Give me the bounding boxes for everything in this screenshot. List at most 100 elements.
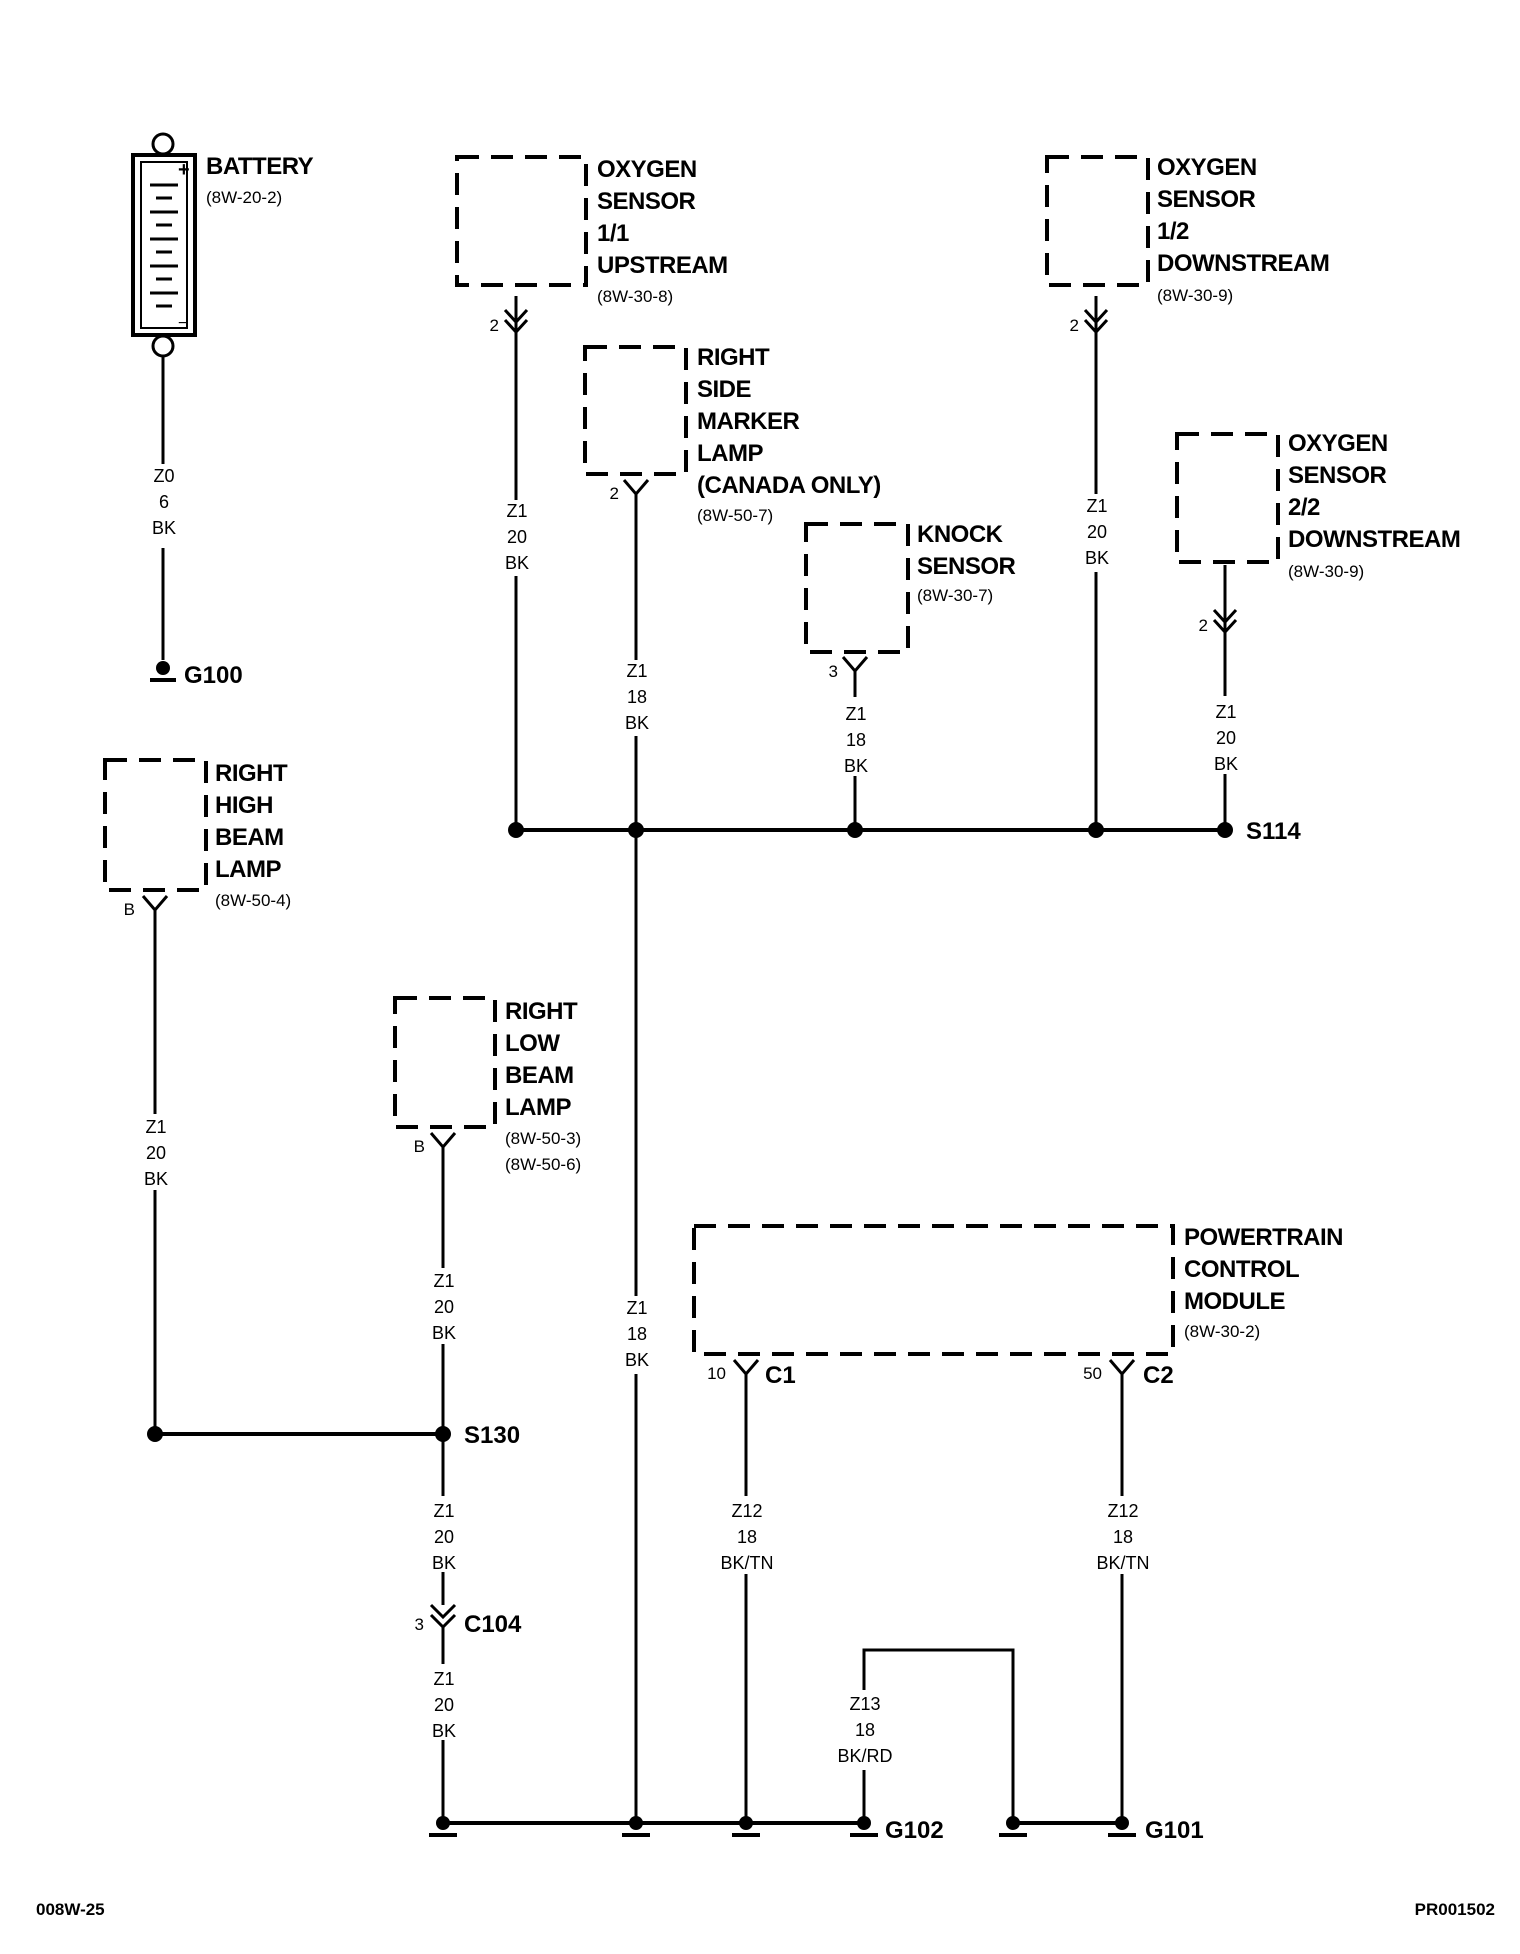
pcm-c1-label: C1 — [765, 1362, 796, 1389]
low-beam-connector-symbol — [429, 1132, 457, 1150]
knock-line1: KNOCK — [917, 521, 1004, 548]
marker-pin: 2 — [610, 484, 619, 503]
knock-wire-circuit: Z1 — [845, 704, 866, 724]
battery-wire-gauge: 6 — [159, 492, 169, 512]
marker-ref: (8W-50-7) — [697, 506, 773, 525]
o2-12-wire-gauge: 20 — [1087, 522, 1107, 542]
o2-22-line4: DOWNSTREAM — [1288, 526, 1460, 553]
footer-right-code: PR001502 — [1415, 1900, 1495, 1919]
knock-pin: 3 — [829, 662, 838, 681]
pcm-c2-color: BK/TN — [1096, 1553, 1149, 1573]
o2-22-pin: 2 — [1199, 616, 1208, 635]
o2-11-wire-circuit: Z1 — [506, 501, 527, 521]
o2-11-pin: 2 — [490, 316, 499, 335]
o2-22-wire-circuit: Z1 — [1215, 702, 1236, 722]
o2-11-line2: SENSOR — [597, 188, 696, 215]
o2-11-line4: UPSTREAM — [597, 252, 728, 279]
o2-22-line3: 2/2 — [1288, 494, 1320, 521]
high-beam-wire-circuit: Z1 — [145, 1117, 166, 1137]
c104-down-color: BK — [432, 1721, 456, 1741]
low-beam-line4: LAMP — [505, 1094, 571, 1121]
pcm-ref: (8W-30-2) — [1184, 1322, 1260, 1341]
right-low-beam-lamp-box — [393, 996, 497, 1129]
right-high-beam-lamp-box — [103, 758, 208, 892]
battery-wire-circuit: Z0 — [153, 466, 174, 486]
high-beam-line3: BEAM — [215, 824, 284, 851]
ground-bus-g101 — [999, 1816, 1136, 1837]
pcm-c1-color: BK/TN — [720, 1553, 773, 1573]
pcm-line3: MODULE — [1184, 1288, 1285, 1315]
battery-plus-label: + — [178, 159, 190, 181]
marker-wire-gauge: 18 — [627, 687, 647, 707]
o2-12-line1: OXYGEN — [1157, 154, 1257, 181]
o2-11-line3: 1/1 — [597, 220, 629, 247]
o2-22-wire-color: BK — [1214, 754, 1238, 774]
battery-wire-color: BK — [152, 518, 176, 538]
ground-jumper-color: BK/RD — [837, 1746, 892, 1766]
knock-line2: SENSOR — [917, 553, 1016, 580]
ground-jumper-gauge: 18 — [855, 1720, 875, 1740]
marker-wire-circuit: Z1 — [626, 661, 647, 681]
splice-label-s130: S130 — [464, 1422, 520, 1449]
ground-bus-g102 — [429, 1816, 878, 1837]
high-beam-ref: (8W-50-4) — [215, 891, 291, 910]
pcm-c1-circuit: Z12 — [731, 1501, 762, 1521]
battery-minus-label: − — [178, 315, 187, 332]
marker-wire-color: BK — [625, 713, 649, 733]
high-beam-line1: RIGHT — [215, 760, 288, 787]
s130-down-gauge: 20 — [434, 1527, 454, 1547]
pcm-c1-pin: 10 — [707, 1364, 726, 1383]
o2-11-wire-color: BK — [505, 553, 529, 573]
marker-line4: LAMP — [697, 440, 763, 467]
o2-11-wire-gauge: 20 — [507, 527, 527, 547]
marker-line5: (CANADA ONLY) — [697, 472, 881, 499]
high-beam-line4: LAMP — [215, 856, 281, 883]
high-beam-connector-symbol — [141, 895, 169, 913]
pcm-c2-connector-symbol — [1108, 1359, 1136, 1377]
low-beam-wire-gauge: 20 — [434, 1297, 454, 1317]
splice-main-gauge: 18 — [627, 1324, 647, 1344]
marker-line1: RIGHT — [697, 344, 770, 371]
low-beam-line3: BEAM — [505, 1062, 574, 1089]
o2-12-wire-circuit: Z1 — [1086, 496, 1107, 516]
pcm-line2: CONTROL — [1184, 1256, 1299, 1283]
o2-12-ref: (8W-30-9) — [1157, 286, 1233, 305]
ground-label-g101: G101 — [1145, 1817, 1204, 1844]
pcm-c1-gauge: 18 — [737, 1527, 757, 1547]
high-beam-pin: B — [124, 900, 135, 919]
knock-wire-gauge: 18 — [846, 730, 866, 750]
o2-22-ref: (8W-30-9) — [1288, 562, 1364, 581]
c104-pin: 3 — [415, 1615, 424, 1634]
pcm-c2-label: C2 — [1143, 1362, 1174, 1389]
o2-12-wire-color: BK — [1085, 548, 1109, 568]
marker-connector-symbol — [622, 479, 650, 497]
pcm-c1-connector-symbol — [732, 1359, 760, 1377]
o2-22-line1: OXYGEN — [1288, 430, 1388, 457]
ground-symbol-g100 — [150, 661, 176, 682]
high-beam-line2: HIGH — [215, 792, 273, 819]
low-beam-line2: LOW — [505, 1030, 560, 1057]
s130-down-color: BK — [432, 1553, 456, 1573]
knock-ref: (8W-30-7) — [917, 586, 993, 605]
connector-label-c104: C104 — [464, 1611, 522, 1638]
marker-line2: SIDE — [697, 376, 752, 403]
pcm-c2-gauge: 18 — [1113, 1527, 1133, 1547]
pcm-line1: POWERTRAIN — [1184, 1224, 1343, 1251]
splice-main-circuit: Z1 — [626, 1298, 647, 1318]
low-beam-line1: RIGHT — [505, 998, 578, 1025]
splice-main-color: BK — [625, 1350, 649, 1370]
o2-11-line1: OXYGEN — [597, 156, 697, 183]
c104-down-gauge: 20 — [434, 1695, 454, 1715]
low-beam-ref2: (8W-50-6) — [505, 1155, 581, 1174]
footer-left-code: 008W-25 — [36, 1900, 105, 1919]
battery-name: BATTERY — [206, 153, 314, 180]
low-beam-wire-color: BK — [432, 1323, 456, 1343]
c104-connector-symbol — [429, 1603, 457, 1630]
splice-label-s114: S114 — [1246, 818, 1301, 845]
right-side-marker-lamp-box — [583, 345, 688, 476]
knock-sensor-box — [804, 522, 910, 654]
o2-11-ref: (8W-30-8) — [597, 287, 673, 306]
oxygen-sensor-2-2-box — [1175, 432, 1280, 564]
high-beam-wire-color: BK — [144, 1169, 168, 1189]
low-beam-pin: B — [414, 1137, 425, 1156]
